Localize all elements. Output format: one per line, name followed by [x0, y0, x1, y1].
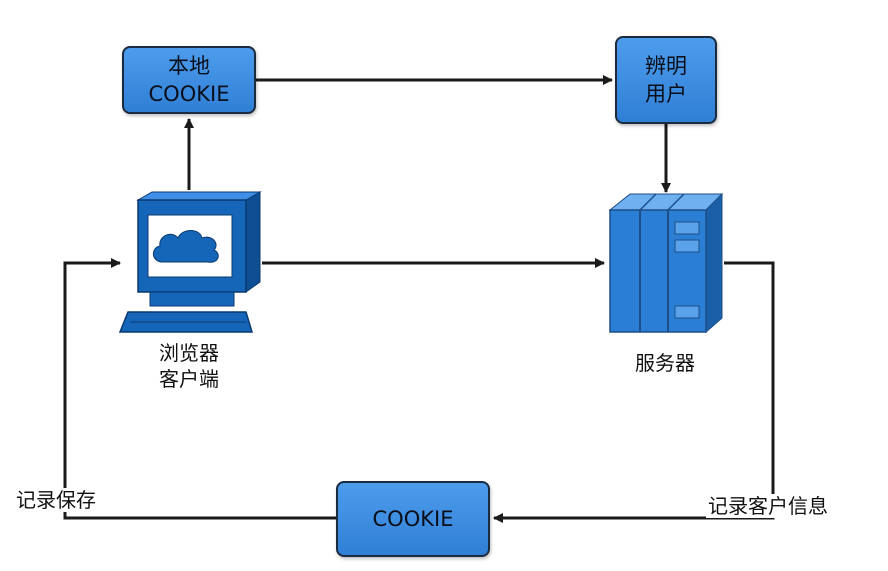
identify-user-line2: 用户: [645, 82, 687, 106]
cookie-node: COOKIE: [336, 481, 490, 557]
server-caption-text: 服务器: [635, 351, 695, 375]
server-icon: [608, 192, 724, 334]
computer-icon: [118, 191, 262, 333]
local-cookie-line2: COOKIE: [148, 82, 230, 106]
local-cookie-node: 本地 COOKIE: [122, 46, 256, 114]
identify-user-node: 辨明 用户: [615, 36, 717, 124]
record-save-label: 记录保存: [14, 488, 98, 512]
server-caption: 服务器: [610, 350, 720, 376]
browser-caption-line1: 浏览器: [159, 341, 219, 365]
browser-caption-line2: 客户端: [159, 367, 219, 391]
browser-client-caption: 浏览器 客户端: [134, 340, 244, 392]
arrow-server-to-cookie: [493, 261, 775, 523]
arrow-cookie-to-browser: [63, 258, 336, 520]
identify-user-line1: 辨明: [645, 54, 687, 78]
local-cookie-line1: 本地: [168, 54, 210, 78]
cookie-label: COOKIE: [372, 507, 454, 531]
record-client-info-label: 记录客户信息: [706, 494, 830, 518]
